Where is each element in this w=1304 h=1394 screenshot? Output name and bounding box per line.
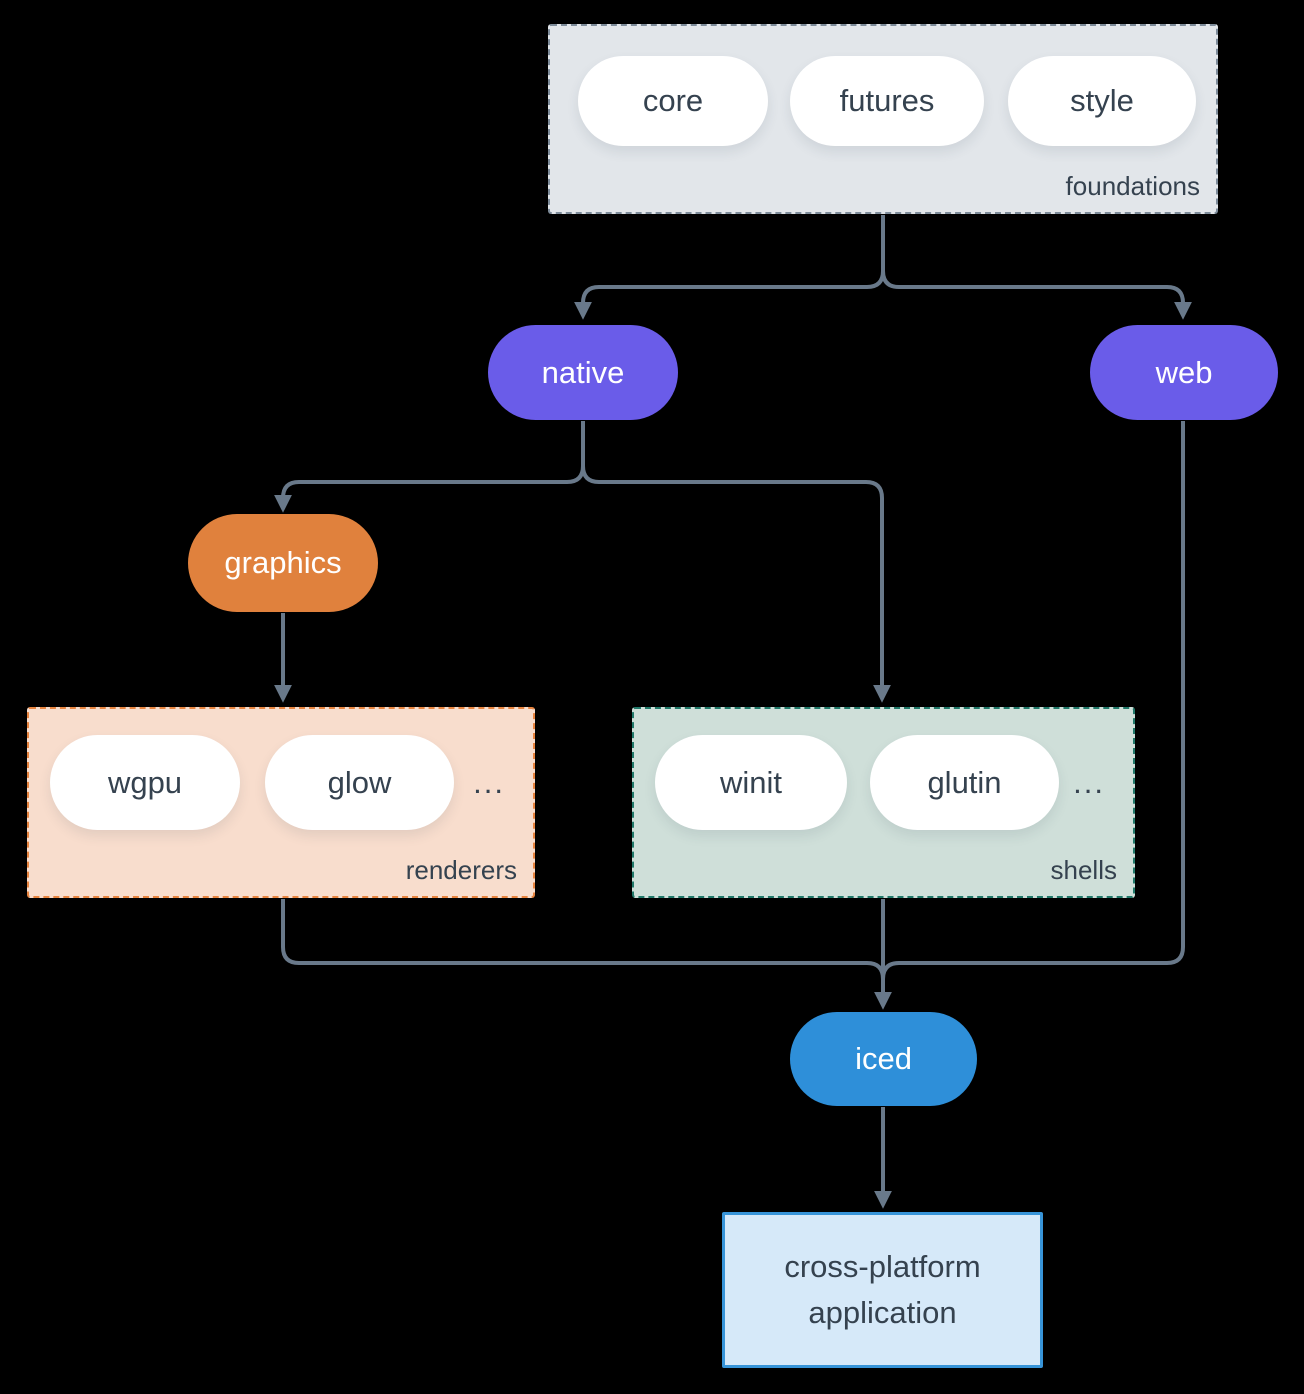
arrow-native-to-graphics <box>274 465 585 513</box>
pill-style: style <box>1008 56 1196 146</box>
pill-futures: futures <box>790 56 984 146</box>
shells-ellipsis: ... <box>1073 765 1105 800</box>
pill-winit: winit <box>655 735 847 830</box>
node-native: native <box>488 325 678 420</box>
shells-label: shells <box>1050 855 1117 885</box>
node-web: web <box>1090 325 1278 420</box>
cross-platform-application-box: cross-platform application <box>722 1212 1043 1368</box>
pill-glutin: glutin <box>870 735 1059 830</box>
node-graphics: graphics <box>188 514 378 612</box>
foundations-group: core futures style foundations <box>548 24 1218 214</box>
arrow-renderers-merge <box>281 899 885 980</box>
arrow-foundations-to-web <box>881 270 1192 320</box>
foundations-label: foundations <box>1065 171 1200 201</box>
arrow-native-to-shells <box>581 465 891 703</box>
renderers-group: wgpu glow ... renderers <box>27 707 535 898</box>
pill-core: core <box>578 56 768 146</box>
pill-glow: glow <box>265 735 454 830</box>
shells-group: winit glutin ... shells <box>632 707 1135 898</box>
arrow-foundations-to-native <box>574 270 885 320</box>
node-iced: iced <box>790 1012 977 1106</box>
renderers-label: renderers <box>405 855 517 885</box>
pill-wgpu: wgpu <box>50 735 240 830</box>
renderers-ellipsis: ... <box>473 765 505 800</box>
